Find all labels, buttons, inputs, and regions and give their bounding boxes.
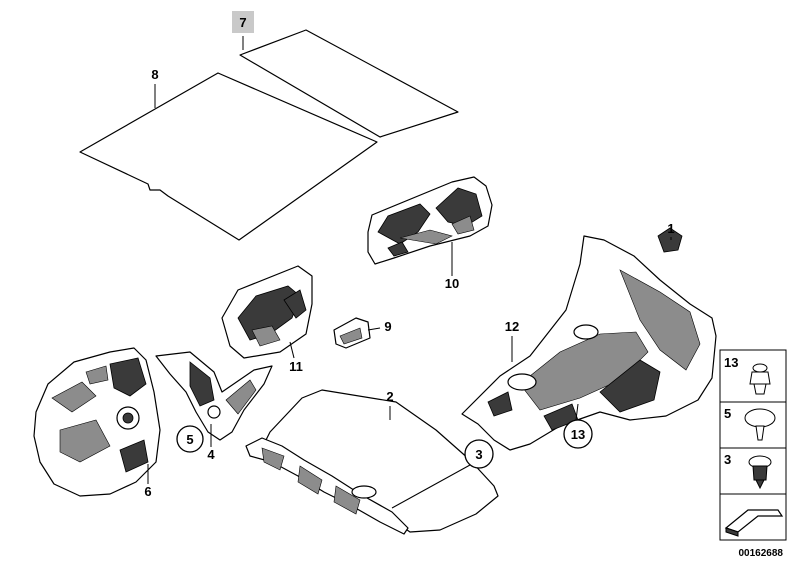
part-9-bracket (333, 317, 371, 349)
label-10: 10 (445, 276, 459, 291)
legend-label-13: 13 (724, 355, 738, 370)
part-1-clip (657, 227, 683, 253)
part-7-panel (239, 29, 459, 138)
callout-5: 5 (186, 432, 193, 447)
leader-11 (289, 341, 295, 359)
part-11-absorber (221, 265, 313, 359)
part-6-absorber (33, 347, 161, 497)
leader-9 (367, 327, 381, 331)
callout-circle-13 (563, 419, 593, 449)
label-11: 11 (289, 359, 303, 374)
callout-3: 3 (475, 447, 482, 462)
label-1: 1 (667, 221, 674, 236)
label-12: 12 (505, 319, 519, 334)
label-9: 9 (384, 319, 391, 334)
label-2: 2 (386, 389, 393, 404)
leader-callout-3 (391, 464, 471, 509)
part-12-absorber (461, 235, 717, 451)
callout-13: 13 (571, 427, 585, 442)
sealing-strip-icon (724, 509, 784, 537)
leader-callout-13 (575, 403, 579, 421)
expanding-rivet-icon (749, 363, 771, 395)
part-7-label-box (232, 11, 254, 33)
image-number: 00162688 (739, 548, 784, 559)
legend-panel: 13 5 3 (719, 349, 787, 541)
callout-circle-5 (176, 425, 204, 453)
label-6: 6 (144, 484, 151, 499)
part-8-panel (79, 72, 378, 241)
label-8: 8 (151, 67, 158, 82)
callout-circle-3 (464, 439, 494, 469)
label-7: 7 (239, 15, 246, 30)
part-4-absorber (155, 351, 273, 441)
legend-label-3: 3 (724, 452, 731, 467)
plug-icon (744, 408, 776, 441)
label-4: 4 (207, 447, 215, 462)
part-10-absorber (367, 176, 493, 265)
clip-icon (748, 455, 772, 490)
part-2-trim (245, 389, 499, 535)
legend-label-5: 5 (724, 406, 731, 421)
